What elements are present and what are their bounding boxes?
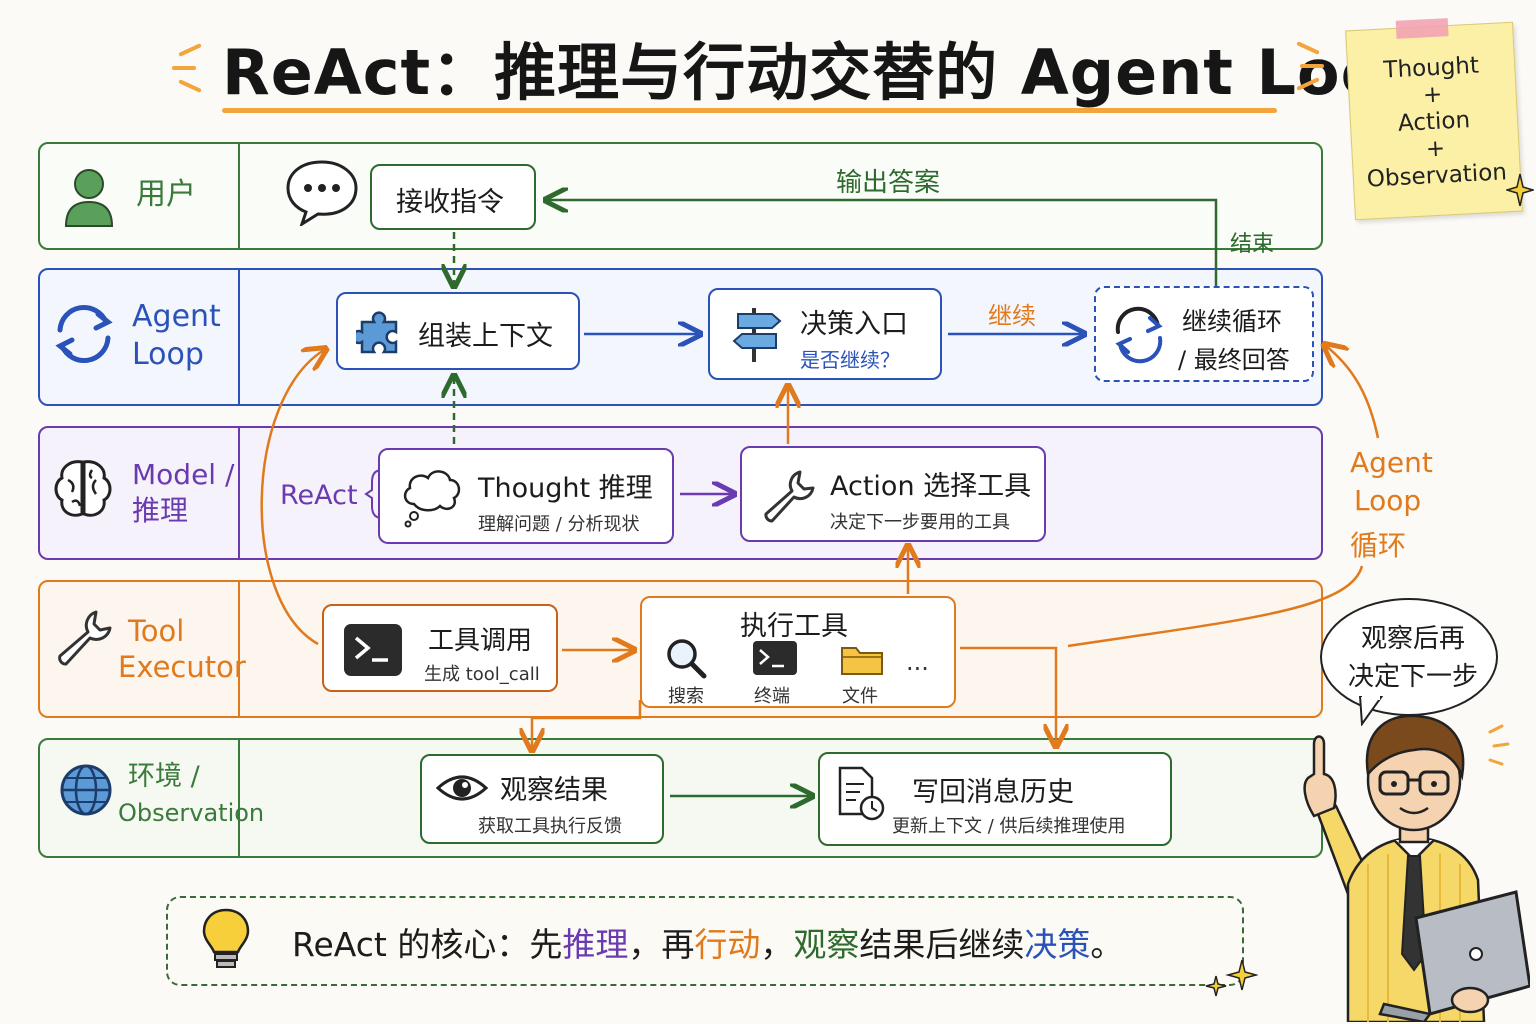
continue-loop-sub: / 最终回答: [1178, 346, 1290, 374]
lane-tool-label-2: Executor: [118, 650, 246, 684]
thought-sub: 理解问题 / 分析现状: [478, 514, 640, 535]
write-history-box[interactable]: 写回消息历史 更新上下文 / 供后续推理使用: [818, 752, 1172, 846]
title-underline: [222, 108, 1277, 113]
execute-more: ...: [906, 648, 929, 676]
tool-call-sub: 生成 tool_call: [424, 664, 540, 685]
lane-env-label-1: 环境 /: [128, 761, 200, 792]
assemble-title: 组装上下文: [418, 321, 553, 352]
action-sub: 决定下一步要用的工具: [830, 512, 1010, 533]
signpost-icon: [732, 308, 782, 362]
tool-call-title: 工具调用: [428, 626, 533, 656]
brain-icon: [54, 460, 112, 517]
summary-part-2: ，再: [628, 925, 695, 964]
terminal-icon: [753, 641, 797, 675]
page-title: ReAct：推理与行动交替的 Agent Loop: [222, 36, 1430, 109]
lane-user: [38, 142, 1323, 250]
execute-item-search: 搜索: [668, 686, 704, 707]
lane-agent-label-2: Loop: [132, 337, 204, 372]
chat-icon: [286, 160, 358, 226]
speech-text: 观察后再 决定下一步: [1338, 620, 1488, 696]
lane-env-label-2: Observation: [118, 799, 265, 827]
summary-banner: [166, 896, 1244, 986]
action-box[interactable]: Action 选择工具 决定下一步要用的工具: [740, 446, 1046, 542]
execute-item-file: 文件: [842, 686, 878, 707]
continue-label: 继续: [988, 302, 1036, 330]
summary-keyword-act: 行动: [694, 925, 761, 964]
developer-character: [1303, 714, 1530, 1022]
summary-part-4: 结果后继续: [859, 925, 1025, 964]
lane-user-label: 用户: [136, 177, 196, 212]
speech-line-1: 观察后再: [1360, 624, 1465, 654]
refresh-icon: [55, 304, 113, 364]
agent-loop-label-1: Agent: [1350, 446, 1433, 479]
execute-tool-box[interactable]: 执行工具 搜索 终端 文件 ...: [640, 596, 956, 708]
summary-keyword-reason: 推理: [562, 925, 629, 964]
globe-icon: [60, 764, 112, 816]
refresh-icon: [1115, 306, 1163, 364]
folder-icon: [841, 647, 883, 675]
thought-box[interactable]: Thought 推理 理解问题 / 分析现状: [378, 448, 674, 544]
execute-title: 执行工具: [740, 611, 848, 642]
decision-entry-box[interactable]: 决策入口 是否继续？: [708, 288, 942, 380]
observe-title: 观察结果: [500, 775, 608, 806]
wrench-icon: [764, 470, 815, 523]
continue-loop-title: 继续循环: [1182, 307, 1283, 336]
execute-item-terminal: 终端: [754, 686, 790, 707]
puzzle-icon: [356, 311, 398, 354]
summary-keyword-decide: 决策: [1024, 925, 1091, 964]
user-icon: [64, 169, 114, 227]
react-label: ReAct: [280, 480, 358, 511]
agent-loop-label-2: Loop: [1354, 484, 1422, 517]
lane-tool-label-1: Tool: [128, 614, 185, 648]
assemble-context-box[interactable]: 组装上下文: [336, 292, 580, 370]
summary-keyword-observe: 观察: [793, 925, 860, 964]
lane-model-label-2: 推理: [132, 494, 189, 527]
wrench-icon: [58, 610, 112, 666]
lane-model-label-1: Model /: [132, 458, 235, 491]
observe-result-box[interactable]: 观察结果 获取工具执行反馈: [420, 754, 664, 844]
write-back-title: 写回消息历史: [912, 777, 1074, 808]
tool-call-box[interactable]: 工具调用 生成 tool_call: [322, 604, 558, 692]
thought-title: Thought 推理: [478, 473, 653, 504]
search-icon: [667, 639, 707, 679]
sparkle-icon: [1205, 959, 1258, 997]
cloud-icon: [403, 470, 461, 528]
receive-instruction-box[interactable]: 接收指令: [370, 164, 536, 230]
continue-loop-box[interactable]: 继续循环 / 最终回答: [1094, 286, 1314, 382]
agent-loop-label-3: 循环: [1350, 529, 1407, 562]
write-back-sub: 更新上下文 / 供后续推理使用: [892, 816, 1126, 837]
lightbulb-icon: [202, 908, 250, 968]
output-answer-label: 输出答案: [836, 168, 941, 198]
observe-sub: 获取工具执行反馈: [478, 816, 622, 837]
document-clock-icon: [838, 766, 885, 821]
speech-tail: [1358, 696, 1384, 726]
decision-title: 决策入口: [800, 309, 908, 340]
receive-title: 接收指令: [396, 187, 504, 218]
sparkle-icon: [1506, 173, 1534, 207]
action-title: Action 选择工具: [830, 471, 1032, 502]
end-label: 结束: [1230, 232, 1275, 257]
summary-part-1: ReAct 的核心：先: [292, 925, 563, 964]
decision-sub: 是否继续？: [800, 348, 900, 372]
eye-icon: [436, 775, 488, 801]
speech-line-2: 决定下一步: [1347, 662, 1478, 692]
summary-part-5: 。: [1090, 925, 1124, 964]
terminal-icon: [344, 624, 402, 676]
summary-part-3: ，: [760, 925, 794, 964]
summary-text: ReAct 的核心：先推理，再行动，观察结果后继续决策。: [292, 918, 1123, 966]
lane-agent-label-1: Agent: [132, 299, 221, 334]
